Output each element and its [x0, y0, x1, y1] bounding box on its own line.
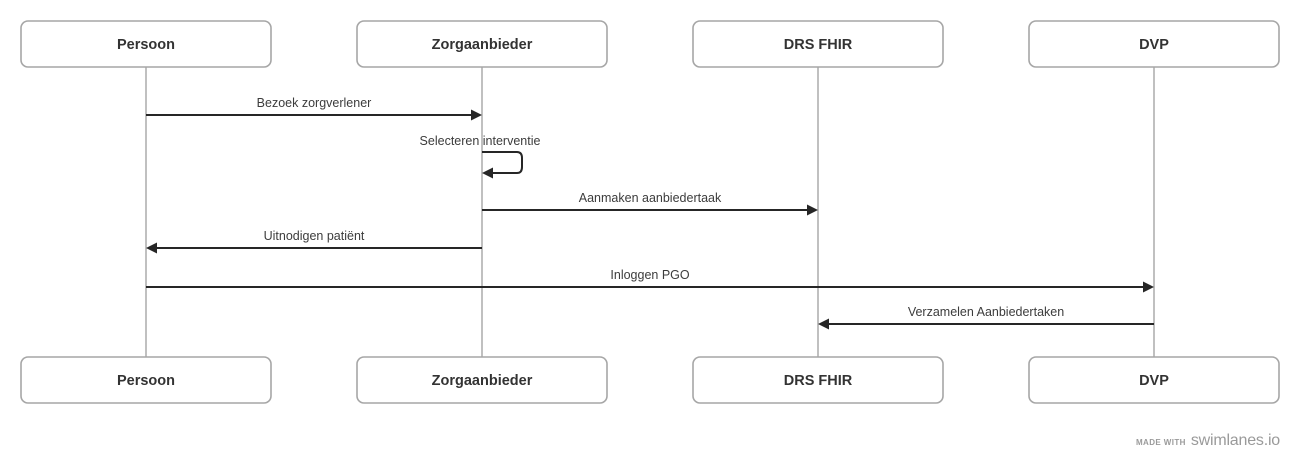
message-2[interactable]: Selecteren interventie [420, 134, 541, 179]
actor-box-drs-fhir-top[interactable]: DRS FHIR [692, 20, 944, 68]
actor-label-drs-fhir: DRS FHIR [784, 37, 853, 53]
message-3[interactable]: Aanmaken aanbiedertaak [482, 191, 818, 216]
message-label: Aanmaken aanbiedertaak [579, 191, 722, 205]
message-arrowhead [482, 167, 493, 179]
message-label: Inloggen PGO [610, 268, 689, 282]
watermark-made-with-label: MADE WITH [1135, 438, 1186, 447]
message-6[interactable]: Verzamelen Aanbiedertaken [818, 305, 1154, 330]
actor-box-outline [356, 20, 608, 68]
actor-label-drs-fhir: DRS FHIR [784, 373, 853, 389]
message-arrowhead [807, 204, 818, 216]
actor-label-dvp: DVP [1139, 373, 1169, 389]
actor-box-outline [692, 356, 944, 404]
message-label: Selecteren interventie [420, 134, 541, 148]
actor-box-outline [1028, 356, 1280, 404]
actor-label-persoon: Persoon [117, 37, 175, 53]
actor-label-dvp: DVP [1139, 37, 1169, 53]
actor-box-drs-fhir-bottom[interactable]: DRS FHIR [692, 356, 944, 404]
actor-box-outline [20, 356, 272, 404]
message-label: Bezoek zorgverlener [257, 96, 372, 110]
actor-label-zorgaanbieder: Zorgaanbieder [432, 37, 533, 53]
actor-box-zorgaanbieder-top[interactable]: Zorgaanbieder [356, 20, 608, 68]
actor-box-zorgaanbieder-bottom[interactable]: Zorgaanbieder [356, 356, 608, 404]
message-arrowhead [471, 109, 482, 121]
actor-box-outline [356, 356, 608, 404]
message-4[interactable]: Uitnodigen patiënt [146, 229, 482, 254]
actor-label-persoon: Persoon [117, 373, 175, 389]
lifelines-layer [145, 67, 1155, 357]
actor-box-dvp-bottom[interactable]: DVP [1028, 356, 1280, 404]
actor-box-outline [692, 20, 944, 68]
message-label: Verzamelen Aanbiedertaken [908, 305, 1064, 319]
actor-box-persoon-bottom[interactable]: Persoon [20, 356, 272, 404]
message-5[interactable]: Inloggen PGO [146, 268, 1154, 293]
message-arrowhead [818, 318, 829, 330]
message-arrowhead [1143, 281, 1154, 293]
message-self-loop-line [482, 151, 523, 174]
actor-box-persoon-top[interactable]: Persoon [20, 20, 272, 68]
actor-box-dvp-top[interactable]: DVP [1028, 20, 1280, 68]
watermark-brand-label: swimlanes.io [1190, 432, 1280, 449]
actor-box-outline [1028, 20, 1280, 68]
actor-box-outline [20, 20, 272, 68]
message-1[interactable]: Bezoek zorgverlener [146, 96, 482, 121]
watermark: MADE WITH swimlanes.io [1136, 432, 1280, 450]
actor-label-zorgaanbieder: Zorgaanbieder [432, 373, 533, 389]
message-arrowhead [146, 242, 157, 254]
message-label: Uitnodigen patiënt [264, 229, 365, 243]
